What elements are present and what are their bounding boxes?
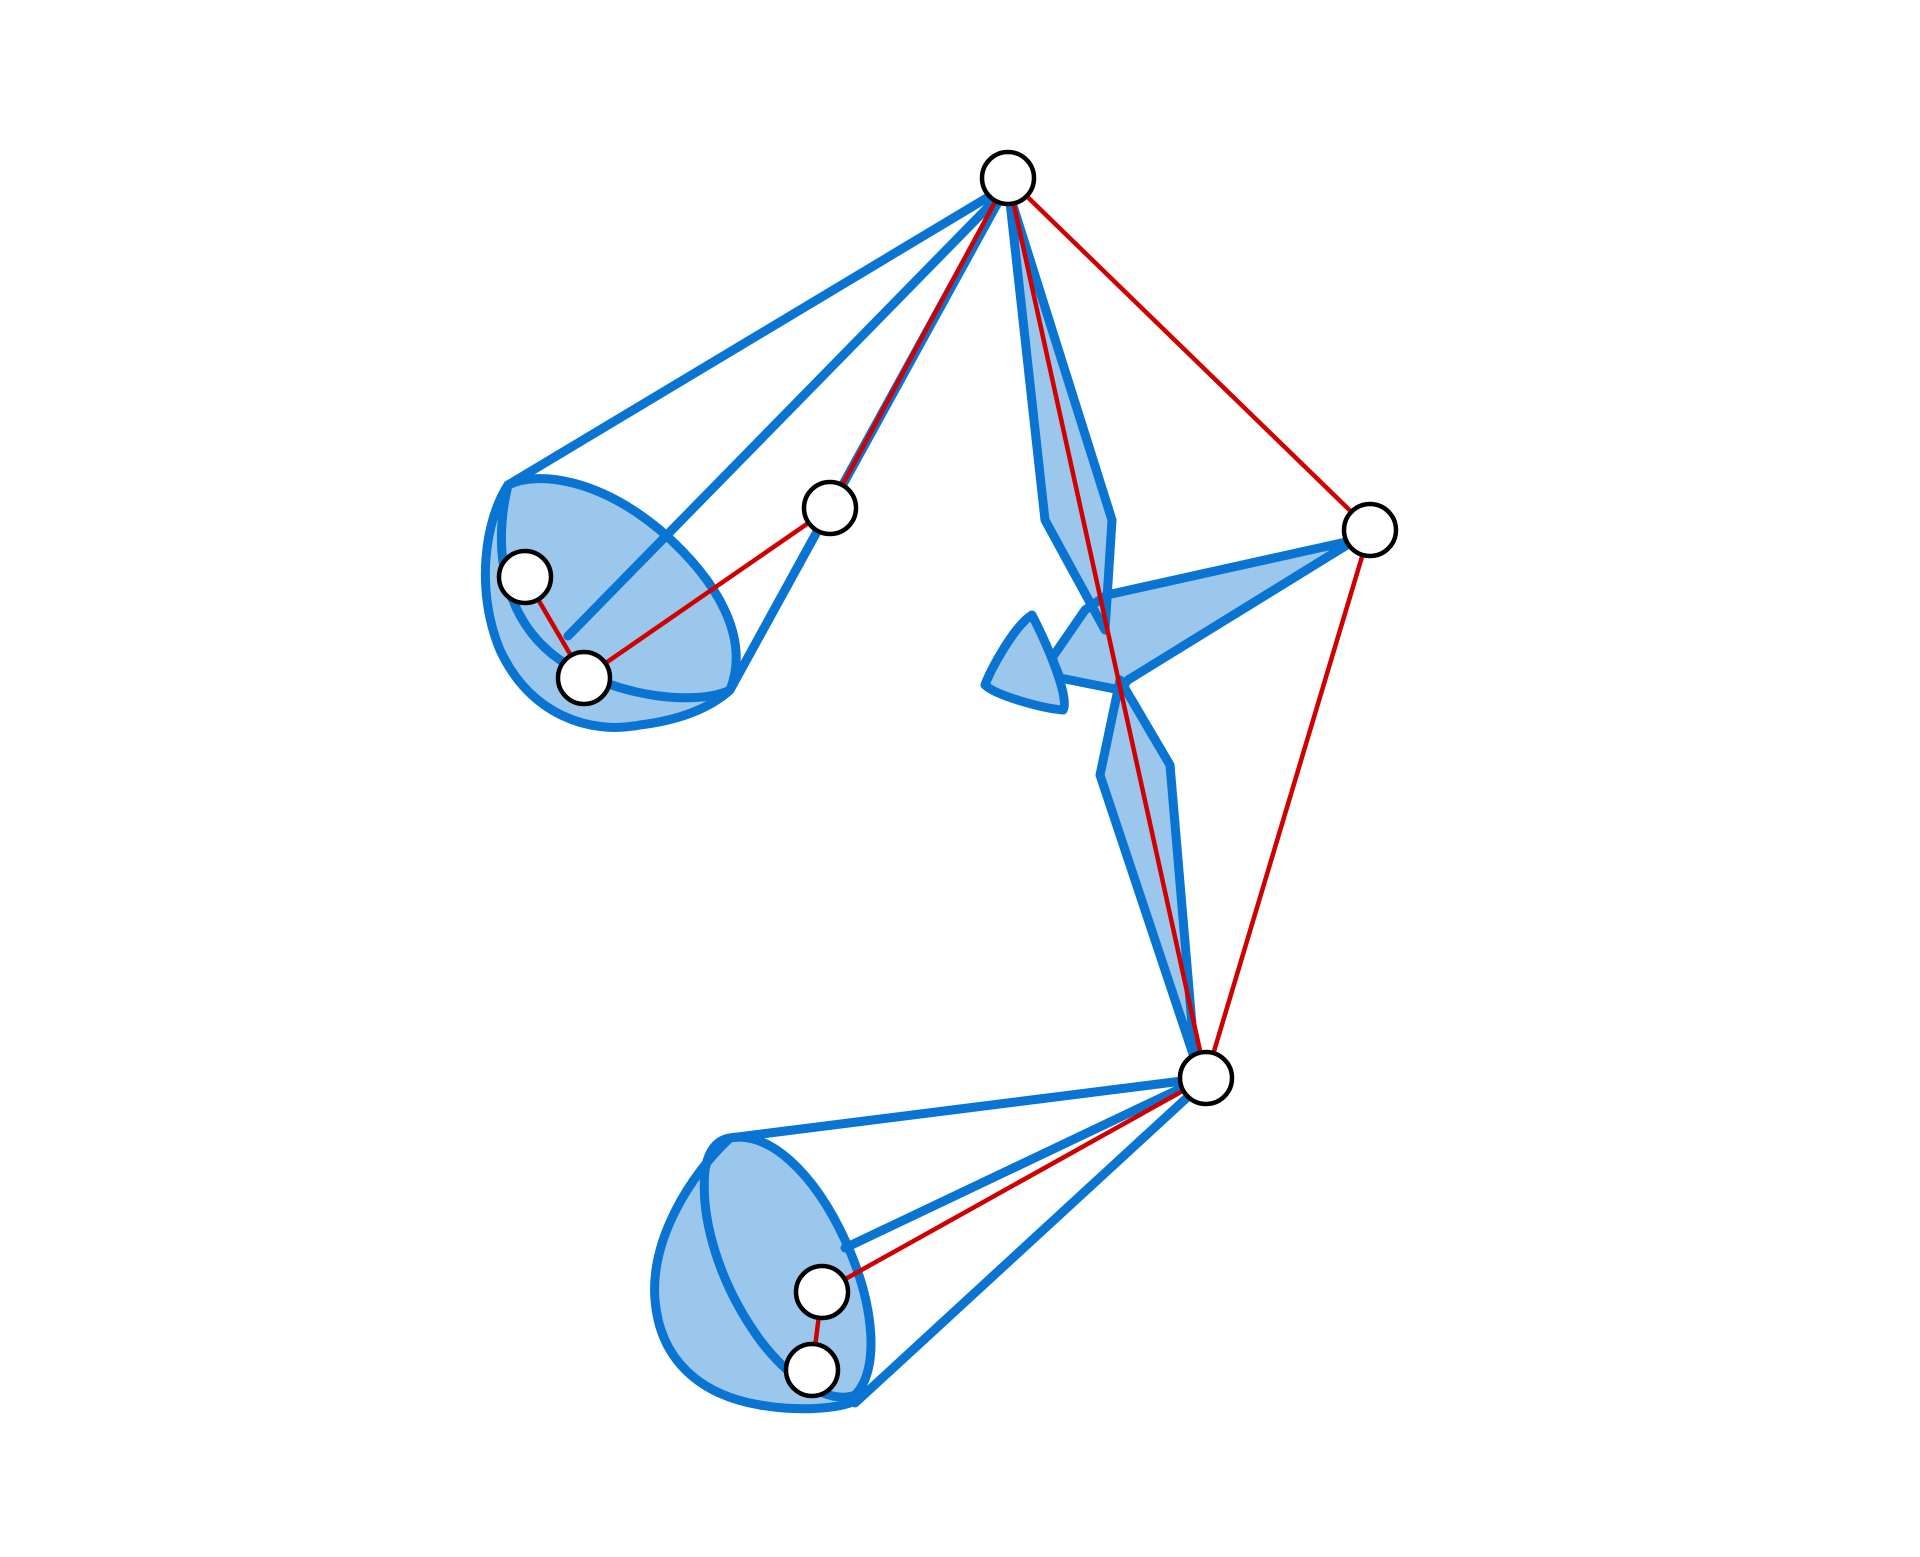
link-top-upper-mid: [827, 175, 1011, 511]
center-spindle-lower: [1100, 680, 1195, 1060]
shape-layer: [485, 193, 1355, 1409]
cone-edges: [480, 185, 1360, 1414]
upper-left-cone-shell: [485, 485, 730, 728]
center-spindle-outline: [1004, 188, 1117, 635]
node-lower-left-a[interactable]: [793, 1263, 851, 1321]
link-right-bottom: [1203, 527, 1373, 1081]
link-top-bottom: [1005, 175, 1209, 1081]
node-layer: [496, 149, 1399, 1399]
node-upper-left-b[interactable]: [555, 649, 613, 707]
node-upper-left-a[interactable]: [496, 548, 554, 606]
node-right[interactable]: [1341, 501, 1399, 559]
lower-cone-edge-bottom: [850, 1088, 1197, 1408]
link-layer: [522, 175, 1373, 1373]
lower-cone-edge-mid: [840, 1080, 1193, 1253]
link-top-right: [1005, 175, 1373, 533]
node-bottom-center[interactable]: [1177, 1049, 1235, 1107]
lower-cone-outline: [650, 1132, 876, 1414]
node-upper-left-mid[interactable]: [801, 479, 859, 537]
link-upper-mid-upper-b: [581, 505, 833, 681]
upper-cone-edge-outer: [503, 185, 1005, 490]
lower-cone-edge-top: [725, 1075, 1195, 1143]
center-leaf-outline: [980, 610, 1069, 715]
center-kite-outline: [1047, 535, 1360, 695]
lower-left-cone-base: [704, 1137, 872, 1398]
upper-cone-outline: [480, 474, 741, 732]
link-bottom-lower-a: [819, 1075, 1209, 1295]
center-kite: [1052, 540, 1355, 690]
center-leaf: [985, 615, 1065, 710]
node-lower-left-b[interactable]: [783, 1341, 841, 1399]
upper-cone-edge-inner: [563, 190, 1005, 641]
node-top[interactable]: [979, 149, 1037, 207]
